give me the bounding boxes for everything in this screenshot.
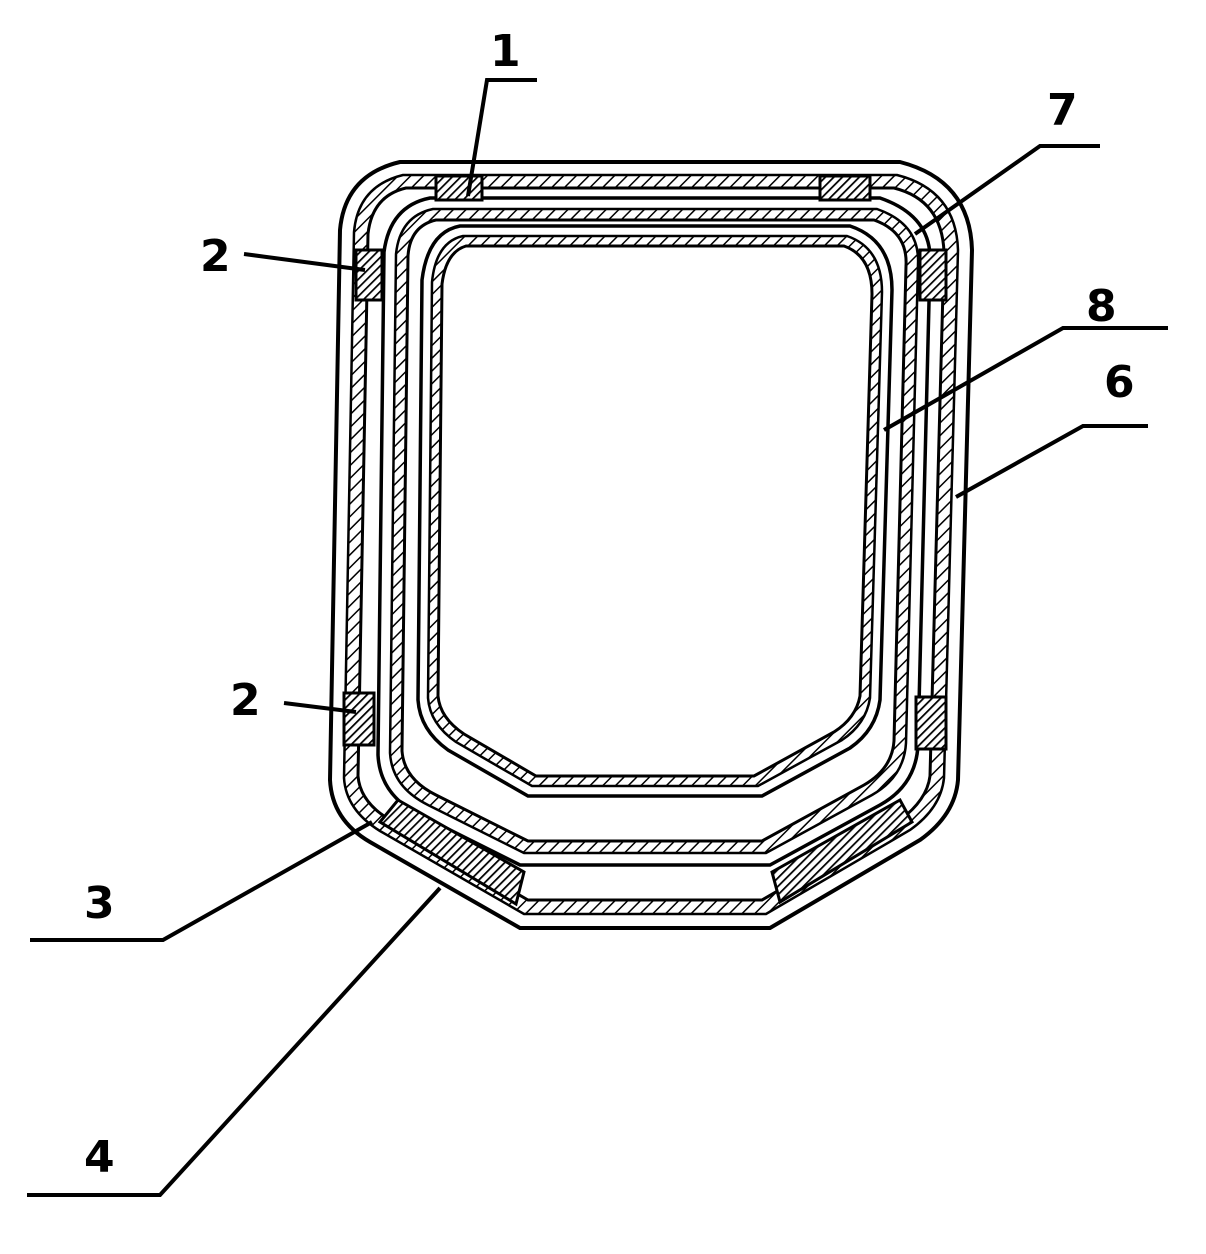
leader-2-upper (243, 252, 366, 272)
inner-liner (416, 224, 894, 798)
label-6: 6 (1104, 357, 1135, 408)
spacer-lower-right (914, 695, 948, 751)
spacer-upper-left (354, 248, 384, 302)
chamfer-block-right (770, 797, 915, 905)
leader-3 (30, 820, 373, 942)
label-8: 8 (1086, 281, 1117, 332)
leader-8 (883, 326, 1168, 432)
label-4: 4 (84, 1132, 115, 1183)
leader-6 (955, 424, 1148, 499)
label-2-lower: 2 (230, 675, 261, 726)
spacer-lower-left (342, 691, 376, 747)
leader-2-lower (283, 701, 357, 714)
label-7: 7 (1047, 85, 1078, 136)
leader-1 (466, 78, 537, 197)
label-2-upper: 2 (200, 231, 231, 282)
leader-7 (913, 144, 1100, 236)
top-connector-right (818, 174, 872, 202)
leader-4 (27, 886, 442, 1197)
label-1: 1 (490, 26, 521, 77)
chamfer-block-left (377, 798, 526, 907)
label-3: 3 (84, 878, 115, 929)
spacer-upper-right (918, 248, 948, 302)
top-connector-left (434, 174, 484, 202)
